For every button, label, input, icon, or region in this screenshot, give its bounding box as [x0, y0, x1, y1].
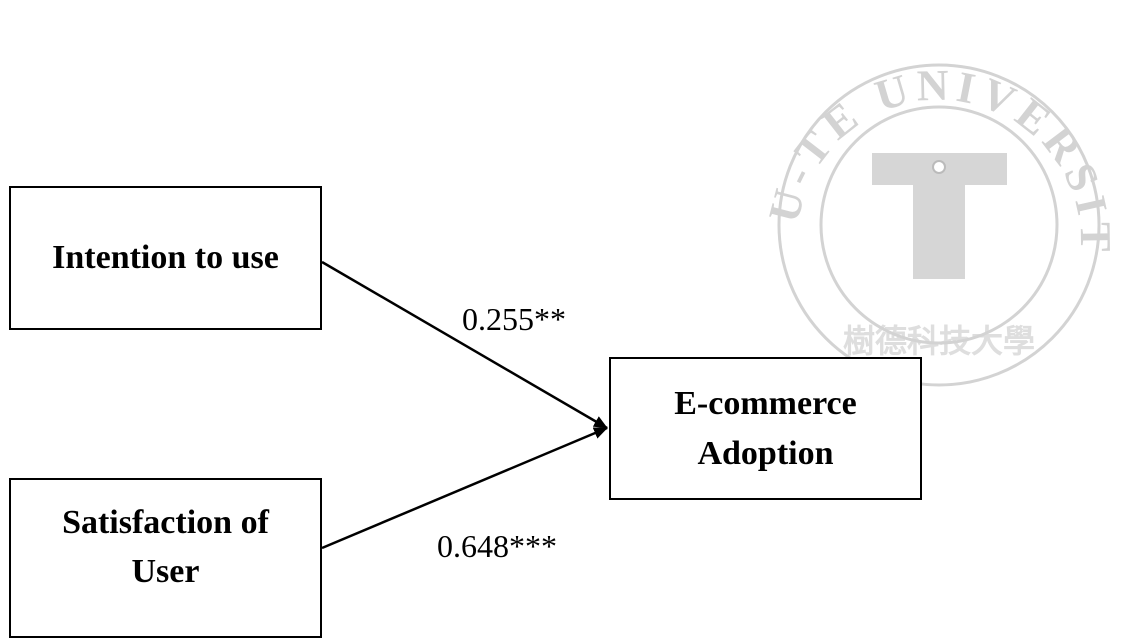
node-ecommerce-adoption: E-commerce Adoption — [609, 357, 922, 500]
node-satisfaction-label-line2: User — [131, 553, 200, 590]
node-satisfaction-of-user: Satisfaction of User — [9, 478, 322, 638]
seal-chinese-text: 樹德科技大學 — [843, 323, 1035, 359]
arrow-intention-to-ecommerce — [321, 260, 608, 430]
arrow-satisfaction-to-ecommerce — [321, 426, 608, 550]
path-coefficient-intention: 0.255** — [462, 301, 566, 337]
node-intention-label: Intention to use — [52, 239, 279, 277]
path-coefficient-satisfaction: 0.648*** — [437, 528, 557, 564]
node-ecommerce-label-line1: E-commerce — [674, 385, 857, 423]
node-intention-to-use: Intention to use — [9, 186, 322, 330]
path-arrows — [321, 260, 608, 550]
node-ecommerce-label-line2: Adoption — [697, 434, 834, 472]
node-satisfaction-label-line1: Satisfaction of — [62, 503, 269, 541]
seal-emblem-stem — [913, 185, 965, 279]
